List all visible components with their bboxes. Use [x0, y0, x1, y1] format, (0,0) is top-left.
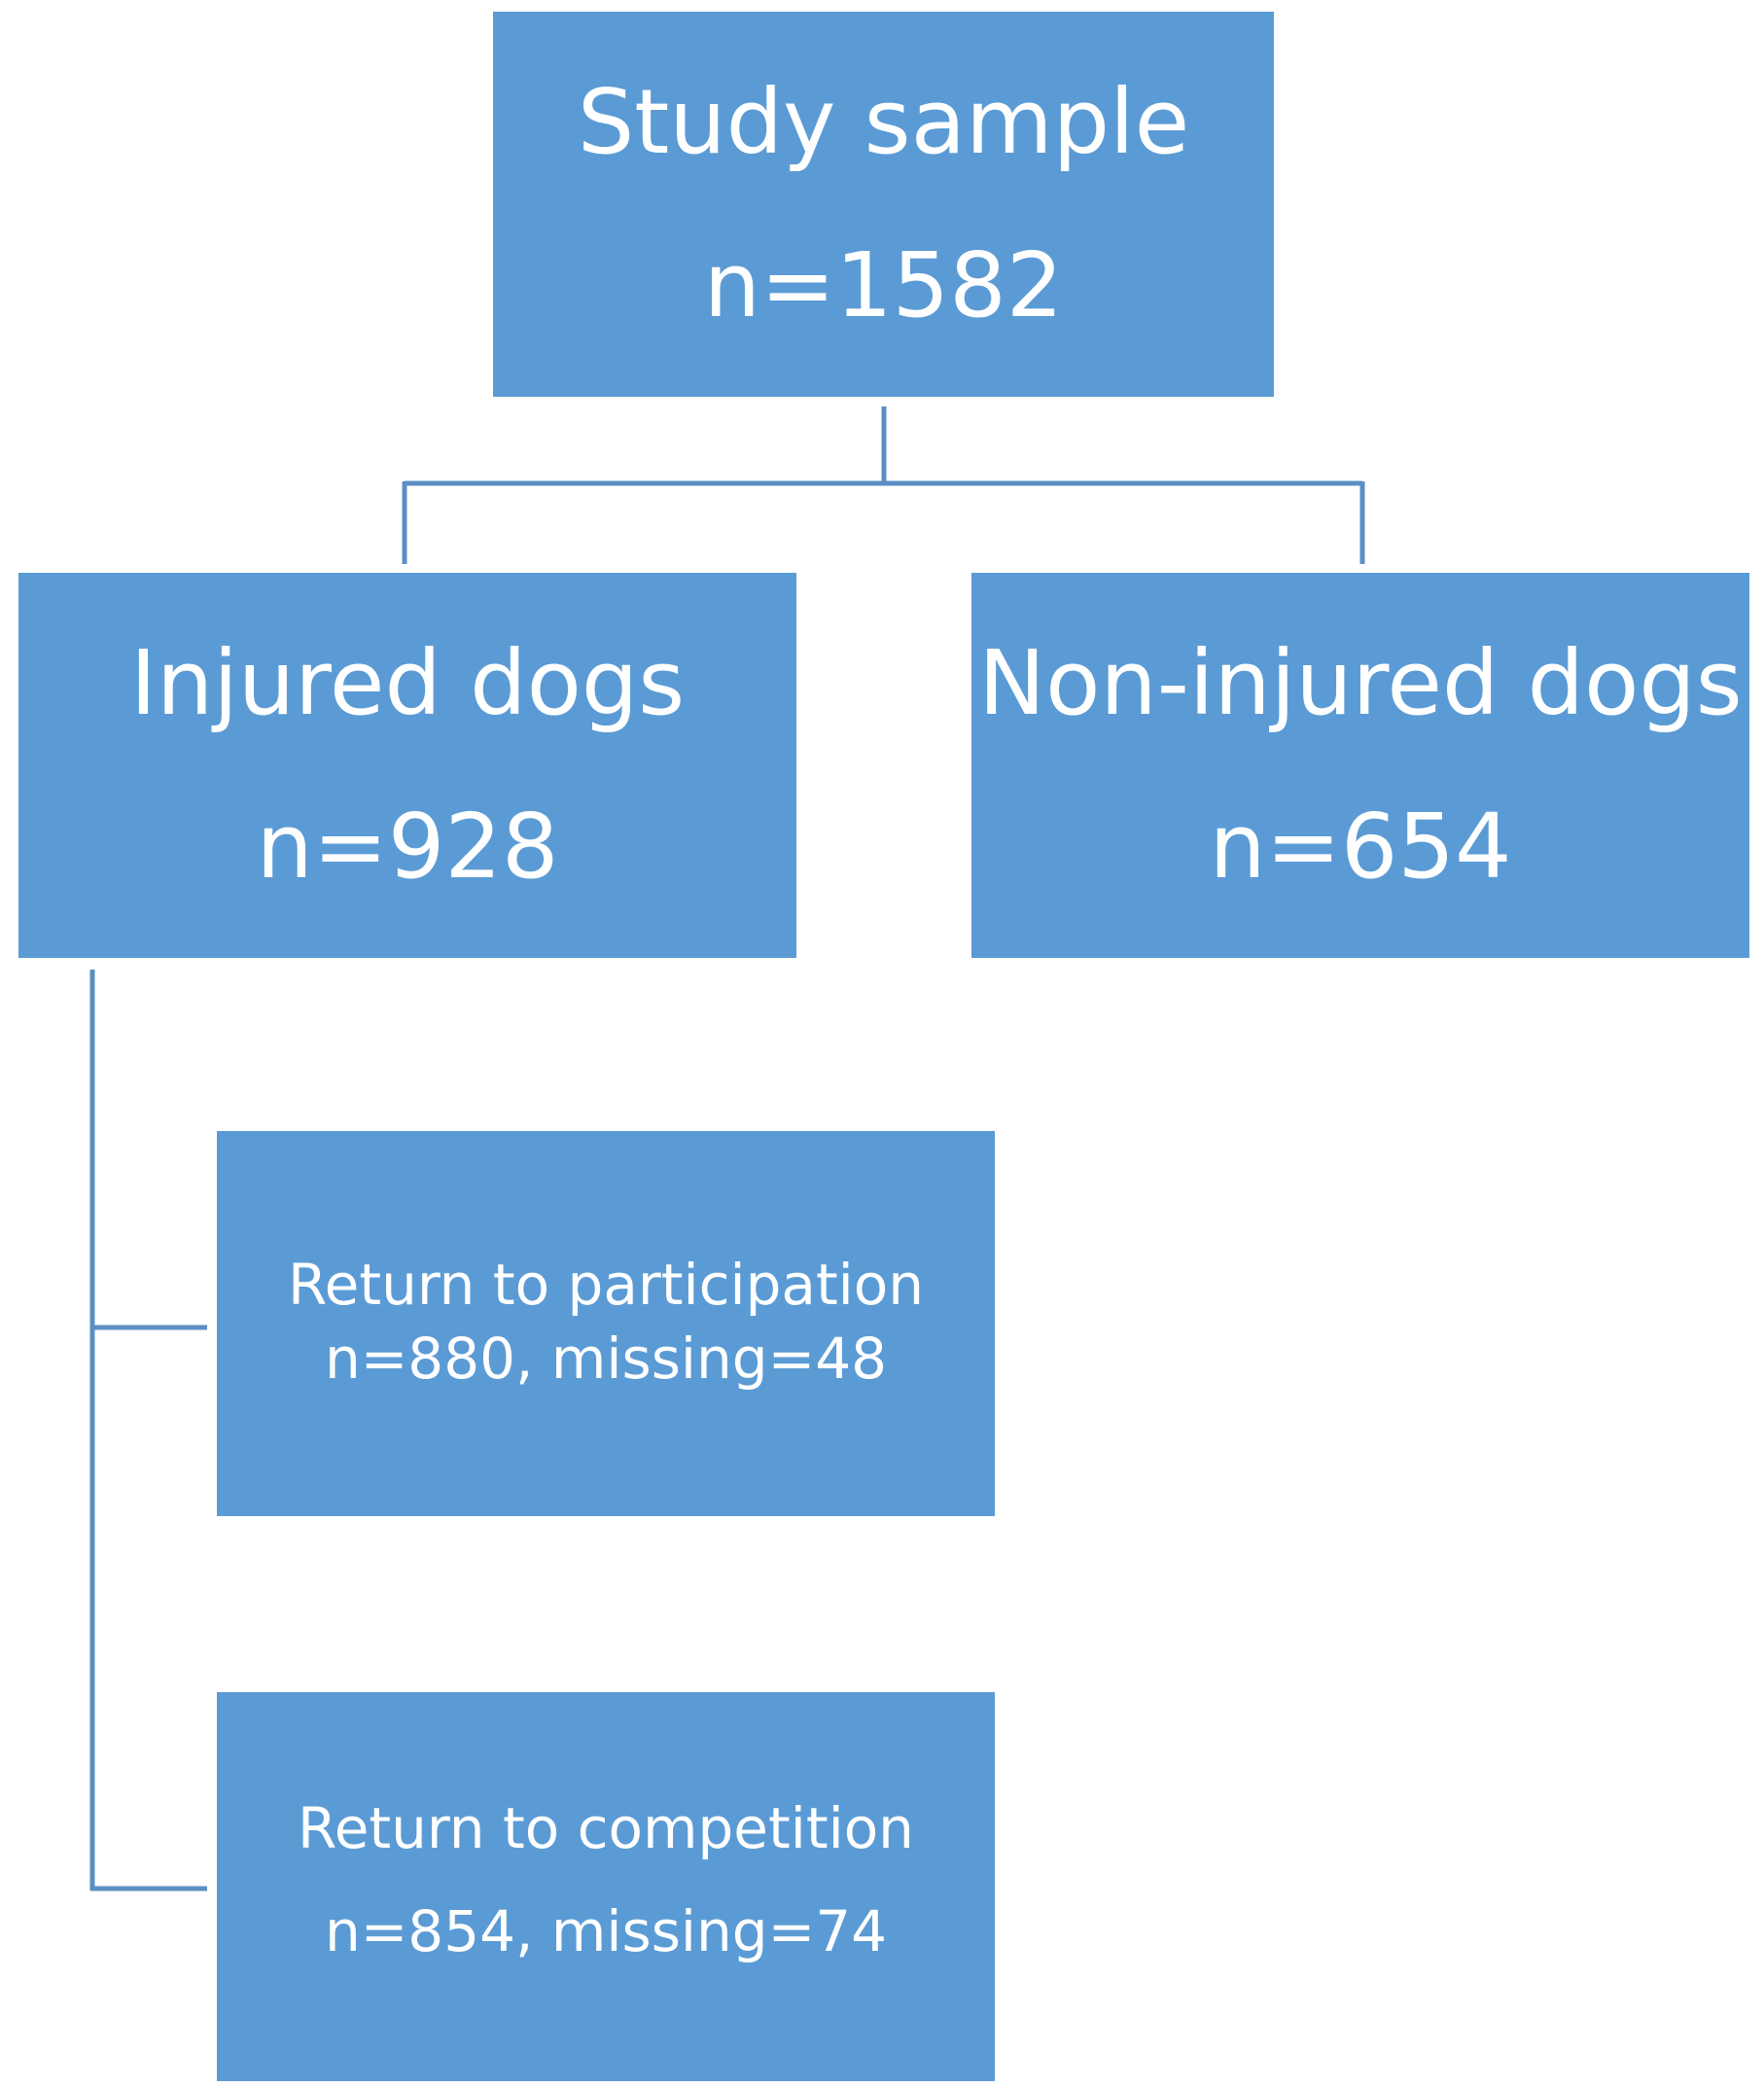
return-participation-count: n=880, missing=48	[324, 1326, 888, 1392]
study-sample-box: Study sample n=1582	[493, 12, 1274, 397]
return-competition-box: Return to competition n=854, missing=74	[217, 1692, 995, 2081]
injured-dogs-count: n=928	[256, 795, 559, 899]
noninjured-dogs-title: Non-injured dogs	[978, 630, 1743, 735]
return-competition-count: n=854, missing=74	[324, 1898, 888, 1964]
injured-dogs-title: Injured dogs	[129, 630, 686, 735]
injured-dogs-box: Injured dogs n=928	[18, 573, 796, 958]
return-competition-title: Return to competition	[298, 1795, 914, 1861]
return-participation-title: Return to participation	[287, 1252, 925, 1318]
study-sample-title: Study sample	[577, 69, 1190, 174]
noninjured-dogs-count: n=654	[1209, 795, 1512, 899]
return-participation-box: Return to participation n=880, missing=4…	[217, 1131, 995, 1516]
noninjured-dogs-box: Non-injured dogs n=654	[971, 573, 1749, 958]
study-sample-count: n=1582	[703, 233, 1064, 337]
